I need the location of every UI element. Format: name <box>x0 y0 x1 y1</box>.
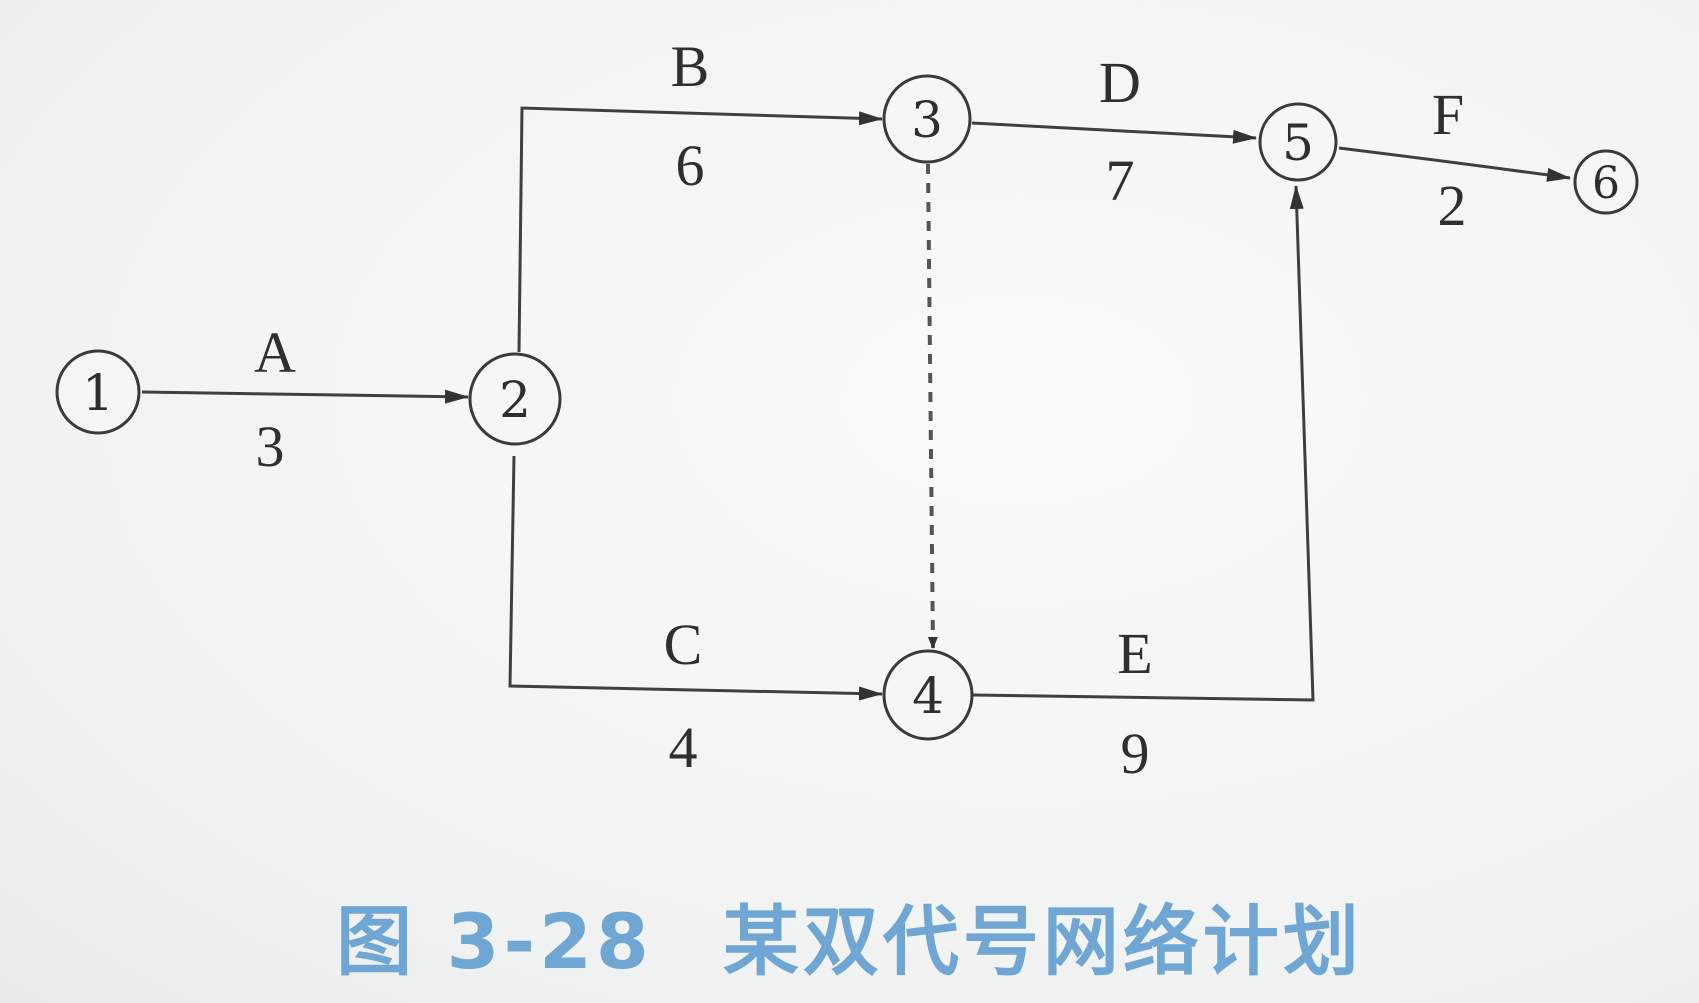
event-node-6-label: 6 <box>1592 158 1620 209</box>
activity-arrow-f <box>1338 146 1571 182</box>
activity-arrow-b <box>517 106 883 353</box>
event-node-1-label: 1 <box>82 364 114 422</box>
figure-title: 某双代号网络计划 <box>722 897 1363 986</box>
activity-a-name: A <box>254 320 296 385</box>
activity-a-duration: 3 <box>256 414 285 479</box>
event-node-5: 5 <box>1258 102 1338 182</box>
activity-arrow-d <box>971 121 1257 144</box>
activity-e-name: E <box>1117 621 1152 686</box>
activity-b-name: B <box>671 34 710 99</box>
activity-c-name: C <box>664 612 703 677</box>
event-node-2: 2 <box>468 352 562 446</box>
activity-f-name: F <box>1432 82 1464 147</box>
activity-d-name: D <box>1099 50 1141 115</box>
event-node-1: 1 <box>55 349 141 435</box>
event-node-4-label: 4 <box>912 667 944 725</box>
event-node-3: 3 <box>882 74 972 164</box>
activity-e-duration: 9 <box>1121 721 1150 786</box>
activity-b-duration: 6 <box>676 133 705 198</box>
dummy-activity-arrow <box>926 163 938 649</box>
event-node-6: 6 <box>1573 149 1639 215</box>
activity-arrow-c <box>508 455 883 701</box>
activity-f-duration: 2 <box>1438 173 1467 238</box>
event-node-4: 4 <box>882 649 974 741</box>
event-node-5-label: 5 <box>1282 114 1314 172</box>
activity-c-duration: 4 <box>669 715 698 780</box>
event-node-2-label: 2 <box>499 371 531 429</box>
activity-arrow-e <box>972 185 1315 702</box>
activity-arrow-a <box>141 389 469 404</box>
figure-number: 图 3-28 <box>336 897 653 986</box>
activity-d-duration: 7 <box>1106 148 1135 213</box>
event-node-3-label: 3 <box>911 91 943 149</box>
figure-caption: 图 3-28 某双代号网络计划 <box>0 880 1699 990</box>
